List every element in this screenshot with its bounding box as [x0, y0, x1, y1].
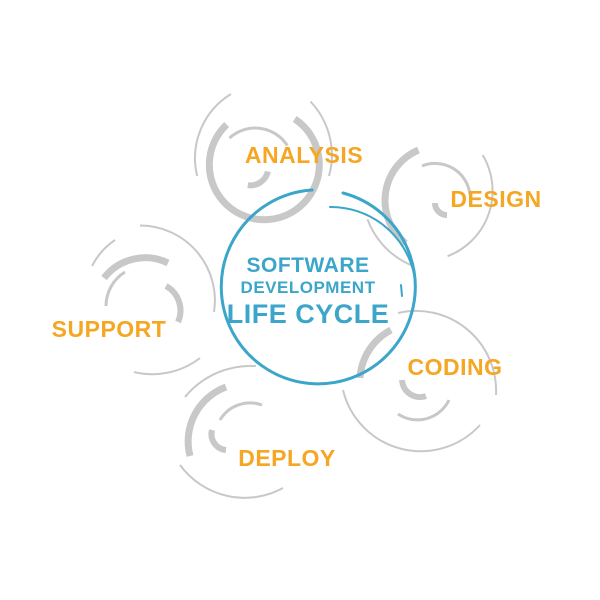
stage-label-analysis: ANALYSIS: [245, 142, 363, 168]
center-title-line-3: LIFE CYCLE: [227, 299, 390, 329]
analysis-gear: [194, 93, 333, 224]
center-title-line-2: DEVELOPMENT: [241, 278, 376, 297]
stage-label-support: SUPPORT: [52, 316, 167, 342]
stage-label-coding: CODING: [408, 354, 503, 380]
coding-gear: [342, 309, 498, 453]
deploy-gear: [179, 364, 284, 499]
design-gear: [366, 146, 494, 268]
support-gear: [91, 224, 216, 376]
center-title-line-1: SOFTWARE: [247, 254, 370, 277]
stage-label-deploy: DEPLOY: [238, 445, 336, 471]
center-ring: [219, 188, 417, 386]
stage-label-design: DESIGN: [450, 186, 541, 212]
